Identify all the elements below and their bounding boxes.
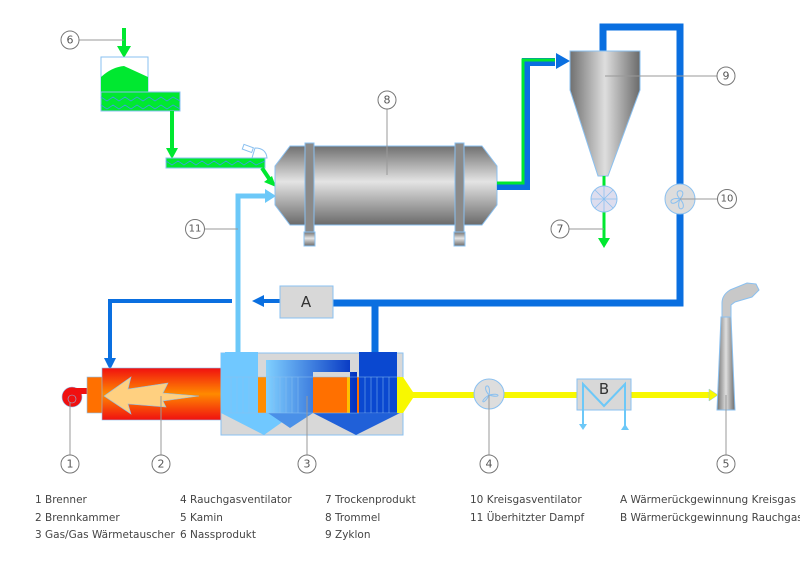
svg-text:10: 10 (721, 194, 734, 205)
svg-text:11: 11 (189, 224, 202, 235)
legend-column-3: 7 Trockenprodukt 8 Trommel 9 Zyklon (325, 492, 416, 545)
legend-item: 5 Kamin (180, 511, 223, 524)
svg-text:3: 3 (304, 458, 311, 471)
callout-9: 9 (716, 66, 736, 86)
drum (274, 142, 498, 247)
legend-item: 9 Zyklon (325, 529, 371, 541)
callout-2: 2 (151, 454, 171, 474)
callout-10: 10 (717, 189, 737, 209)
circulating-gas-line (333, 23, 684, 352)
flue-gas-fan (473, 378, 505, 410)
chimney (716, 282, 760, 411)
flue-gas-line (403, 377, 719, 413)
legend-column-1: 1 Brenner 2 Brennkammer 3 Gas/Gas Wärmet… (35, 492, 175, 545)
gas-gas-heat-exchanger (220, 352, 404, 436)
svg-text:6: 6 (67, 34, 74, 47)
wet-product-feed (100, 28, 276, 187)
legend-item: 1 Brenner (35, 494, 87, 506)
callout-5: 5 (716, 454, 736, 474)
svg-text:5: 5 (723, 458, 730, 471)
leader-lines (69, 39, 727, 455)
callout-6: 6 (60, 30, 80, 50)
callout-3: 3 (297, 454, 317, 474)
arrow-icon (252, 295, 264, 307)
box-a-label: A (301, 293, 312, 311)
return-gas-line (108, 299, 280, 362)
combustion-chamber (101, 367, 223, 421)
legend-column-2: 4 Rauchgasventilator 5 Kamin 6 Nassprodu… (180, 492, 292, 545)
legend-item: B Wärmerückgewinnung Rauchgas (620, 511, 800, 524)
callout-8: 8 (377, 90, 397, 110)
heat-recovery-a: A (279, 285, 334, 319)
callout-4: 4 (479, 454, 499, 474)
burner (61, 386, 88, 408)
heat-recovery-b: B (576, 378, 632, 430)
legend-item: 2 Brennkammer (35, 511, 120, 524)
legend-item: 7 Trockenprodukt (325, 494, 416, 506)
legend-item: A Wärmerückgewinnung Kreisgas (620, 494, 796, 506)
svg-text:7: 7 (557, 223, 564, 236)
drum-outlet-line (497, 53, 570, 190)
legend-column-5: A Wärmerückgewinnung Kreisgas B Wärmerüc… (620, 492, 800, 527)
legend-item: 10 Kreisgasventilator (470, 494, 582, 506)
arrow-icon (104, 358, 116, 370)
box-b-label: B (599, 380, 609, 398)
svg-text:1: 1 (67, 458, 74, 471)
legend-item: 3 Gas/Gas Wärmetauscher (35, 529, 175, 541)
svg-text:2: 2 (158, 458, 165, 471)
svg-text:4: 4 (486, 458, 493, 471)
callout-7: 7 (550, 219, 570, 239)
legend-item: 8 Trommel (325, 511, 381, 524)
rotary-valve (590, 185, 618, 213)
callout-1: 1 (60, 454, 80, 474)
svg-text:9: 9 (723, 70, 730, 83)
superheated-steam-line (235, 189, 276, 352)
legend-item: 4 Rauchgasventilator (180, 494, 292, 506)
legend-column-4: 10 Kreisgasventilator 11 Überhitzter Dam… (470, 492, 584, 527)
legend-item: 6 Nassprodukt (180, 529, 256, 541)
legend-item: 11 Überhitzter Dampf (470, 511, 585, 524)
cyclone (569, 50, 641, 248)
callout-11: 11 (185, 219, 205, 239)
svg-text:8: 8 (384, 94, 391, 107)
